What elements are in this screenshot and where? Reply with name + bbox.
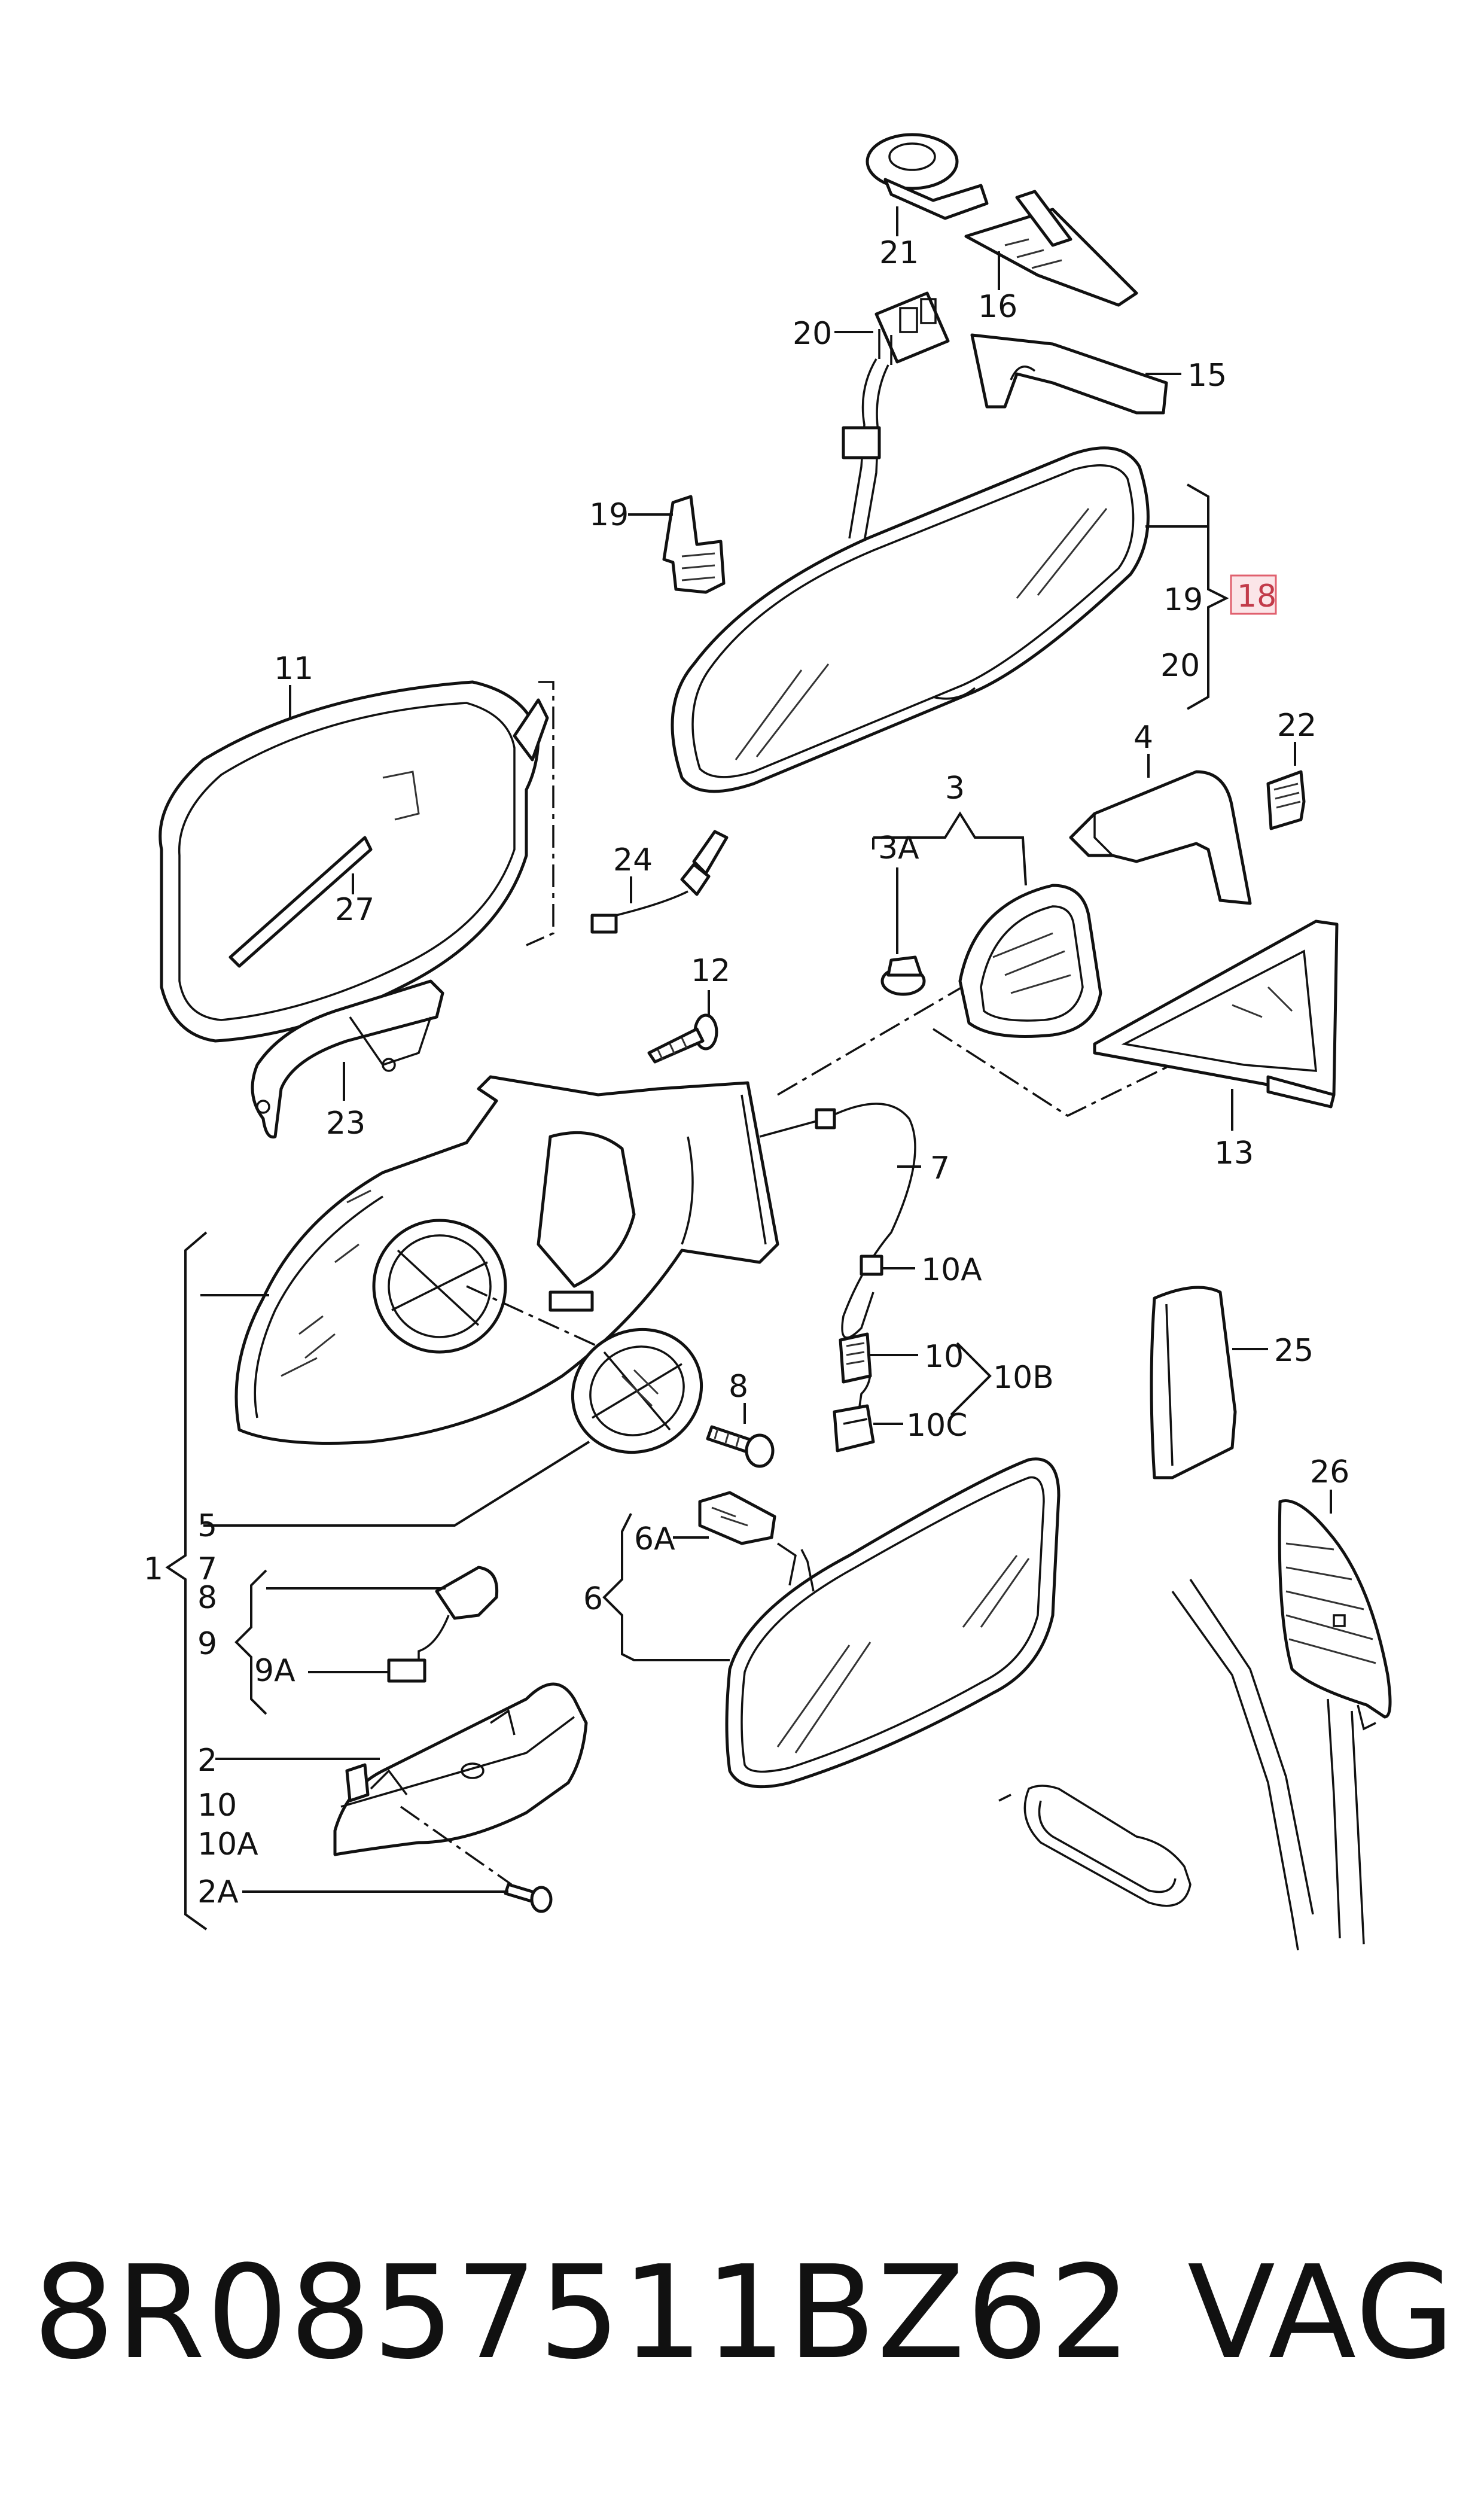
- part-9-cable[interactable]: [387, 1566, 499, 1683]
- callout-8-a: 8: [729, 1369, 748, 1405]
- part-2A-screw[interactable]: [504, 1883, 553, 1913]
- callout-1: 1: [144, 1551, 163, 1587]
- part-11-housing-cap[interactable]: [159, 680, 549, 1043]
- callout-25: 25: [1274, 1333, 1314, 1369]
- callout-11: 11: [274, 651, 313, 687]
- part-8-screw[interactable]: [706, 1425, 775, 1468]
- part-25-door-trim[interactable]: [1150, 1286, 1237, 1479]
- callout-3A: 3A: [878, 830, 919, 866]
- callout-19-b: 19: [1163, 582, 1203, 618]
- part-6A-connector[interactable]: [698, 1491, 776, 1545]
- callout-7-a: 7: [930, 1150, 950, 1186]
- callout-10B: 10B: [993, 1360, 1054, 1396]
- part-10-connector[interactable]: [839, 1332, 872, 1384]
- callout-3: 3: [945, 771, 965, 806]
- callout-15: 15: [1187, 358, 1227, 394]
- callout-7-b: 7: [197, 1551, 217, 1587]
- part-18-interior-mirror[interactable]: [671, 446, 1150, 793]
- brand-label: VAG: [1187, 2237, 1456, 2388]
- callout-22: 22: [1277, 708, 1317, 744]
- callout-12: 12: [691, 953, 730, 989]
- callout-4: 4: [1133, 720, 1153, 756]
- callout-10C: 10C: [906, 1408, 967, 1444]
- part-24-cable[interactable]: [590, 830, 729, 934]
- callout-27: 27: [335, 892, 374, 928]
- part-4-base-cover[interactable]: [1069, 770, 1252, 905]
- part-3A-clip[interactable]: [880, 955, 926, 996]
- part-5-motor[interactable]: [550, 1306, 724, 1475]
- callout-9: 9: [197, 1626, 217, 1662]
- callout-26: 26: [1310, 1454, 1349, 1490]
- part-6-mirror-glass[interactable]: [725, 1457, 1061, 1789]
- vehicle-outline: [800, 1549, 1365, 1951]
- callout-24: 24: [613, 842, 653, 878]
- part-3-adjustment-unit[interactable]: [958, 884, 1102, 1038]
- callout-8-b: 8: [197, 1580, 217, 1616]
- part-15-base-cover[interactable]: [970, 333, 1168, 415]
- callout-13: 13: [1214, 1135, 1254, 1171]
- part-21-sensor[interactable]: [866, 133, 989, 220]
- callout-18[interactable]: 18: [1237, 578, 1276, 614]
- callout-23: 23: [326, 1106, 365, 1141]
- footer: 8R0857511BZ62 VAG: [33, 2237, 1456, 2393]
- part-26-triangle-seal[interactable]: [1278, 1499, 1392, 1731]
- part-23-clip-strip[interactable]: [251, 979, 444, 1139]
- part-1-mirror-base[interactable]: [234, 1075, 779, 1445]
- callout-21: 21: [879, 235, 919, 271]
- callout-18-highlight: [1230, 574, 1277, 615]
- part-19-connector[interactable]: [662, 495, 726, 594]
- callout-19-a: 19: [589, 497, 629, 533]
- callout-9A: 9A: [254, 1653, 295, 1689]
- callout-10-b: 10: [197, 1788, 237, 1823]
- callout-2: 2: [197, 1743, 217, 1779]
- callout-6A: 6A: [634, 1521, 675, 1557]
- callout-10A-a: 10A: [921, 1252, 982, 1288]
- part-10C-connector[interactable]: [833, 1404, 875, 1453]
- callout-2A: 2A: [197, 1874, 239, 1910]
- callout-10A-b: 10A: [197, 1826, 258, 1862]
- part-16-cover[interactable]: [964, 190, 1138, 307]
- part-20-connector[interactable]: [842, 291, 950, 542]
- part-7-harness[interactable]: [759, 1103, 916, 1436]
- part-2-lower-housing[interactable]: [333, 1682, 588, 1856]
- part-22-connector[interactable]: [1266, 770, 1306, 830]
- part-number: 8R0857511BZ62: [33, 2237, 1133, 2388]
- callout-20-b: 20: [1160, 648, 1200, 684]
- callout-20-a: 20: [793, 316, 832, 352]
- callout-5: 5: [197, 1508, 217, 1544]
- callout-16: 16: [978, 289, 1017, 325]
- callout-6: 6: [583, 1581, 603, 1617]
- callout-10-a: 10: [924, 1339, 964, 1375]
- part-12-screw[interactable]: [647, 1013, 718, 1064]
- part-13-triangle-trim[interactable]: [1093, 919, 1339, 1109]
